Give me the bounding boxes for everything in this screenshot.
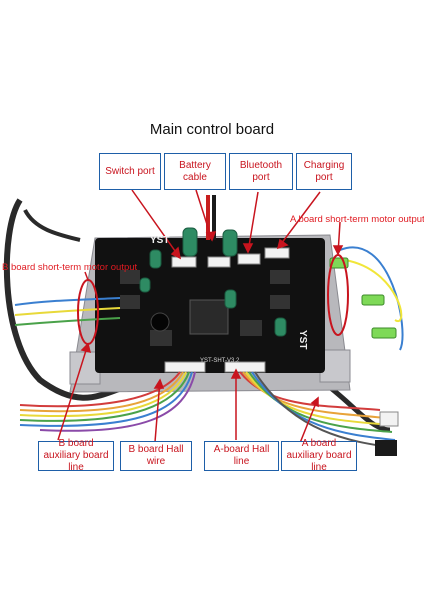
right-yellow-wire <box>344 259 403 323</box>
left-cable-upper <box>23 208 81 242</box>
left-cable-loop <box>3 198 131 401</box>
label-bluetooth-port: Bluetooth port <box>229 153 293 190</box>
hall-connector-left <box>164 361 206 373</box>
terminal-2 <box>361 294 385 306</box>
capacitor-4 <box>224 289 237 309</box>
right-blue-wire <box>339 246 404 351</box>
diagram-title: Main control board <box>149 121 275 138</box>
mosfet-3 <box>270 270 290 284</box>
battery-connector <box>207 256 231 268</box>
capacitor-1 <box>182 227 198 257</box>
label-b-board-motor-output: B board short-term motor output <box>2 262 138 273</box>
b-motor-yellow <box>14 307 121 316</box>
terminal-3 <box>371 327 397 339</box>
buzzer <box>150 312 170 332</box>
charging-connector <box>264 247 290 259</box>
label-b-board-hall-wire: B board Hall wire <box>120 441 192 471</box>
mosfet-4 <box>270 295 290 309</box>
label-battery-cable: Battery cable <box>164 153 226 190</box>
mosfet-1 <box>120 270 140 284</box>
aux-connector-black <box>375 440 397 456</box>
capacitor-6 <box>139 277 151 293</box>
mosfet-5 <box>240 320 262 336</box>
label-a-board-aux-line: A board auxiliary board line <box>281 438 357 473</box>
b-motor-green <box>14 317 121 326</box>
mosfet-6 <box>150 330 172 346</box>
bluetooth-connector <box>237 253 261 265</box>
capacitor-3 <box>149 249 162 269</box>
label-a-board-motor-output: A board short-term motor output <box>290 214 424 225</box>
board-model: YST-SHT-V3.2 <box>200 358 240 364</box>
mosfet-2 <box>120 295 140 309</box>
label-a-board-hall-line: A-board Hall line <box>204 441 279 471</box>
mcu-chip <box>189 299 229 335</box>
hall-connector-right <box>224 361 266 373</box>
b-motor-blue <box>14 297 121 306</box>
label-switch-port: Switch port <box>99 153 161 190</box>
label-b-board-aux-line: B board auxiliary board line <box>38 438 114 473</box>
logo-right: YST <box>297 330 308 349</box>
logo-left: YST <box>150 235 169 246</box>
aux-connector-white <box>379 411 399 427</box>
capacitor-5 <box>274 317 287 337</box>
capacitor-2 <box>222 229 238 257</box>
switch-connector <box>171 256 197 268</box>
label-charging-port: Charging port <box>296 153 352 190</box>
